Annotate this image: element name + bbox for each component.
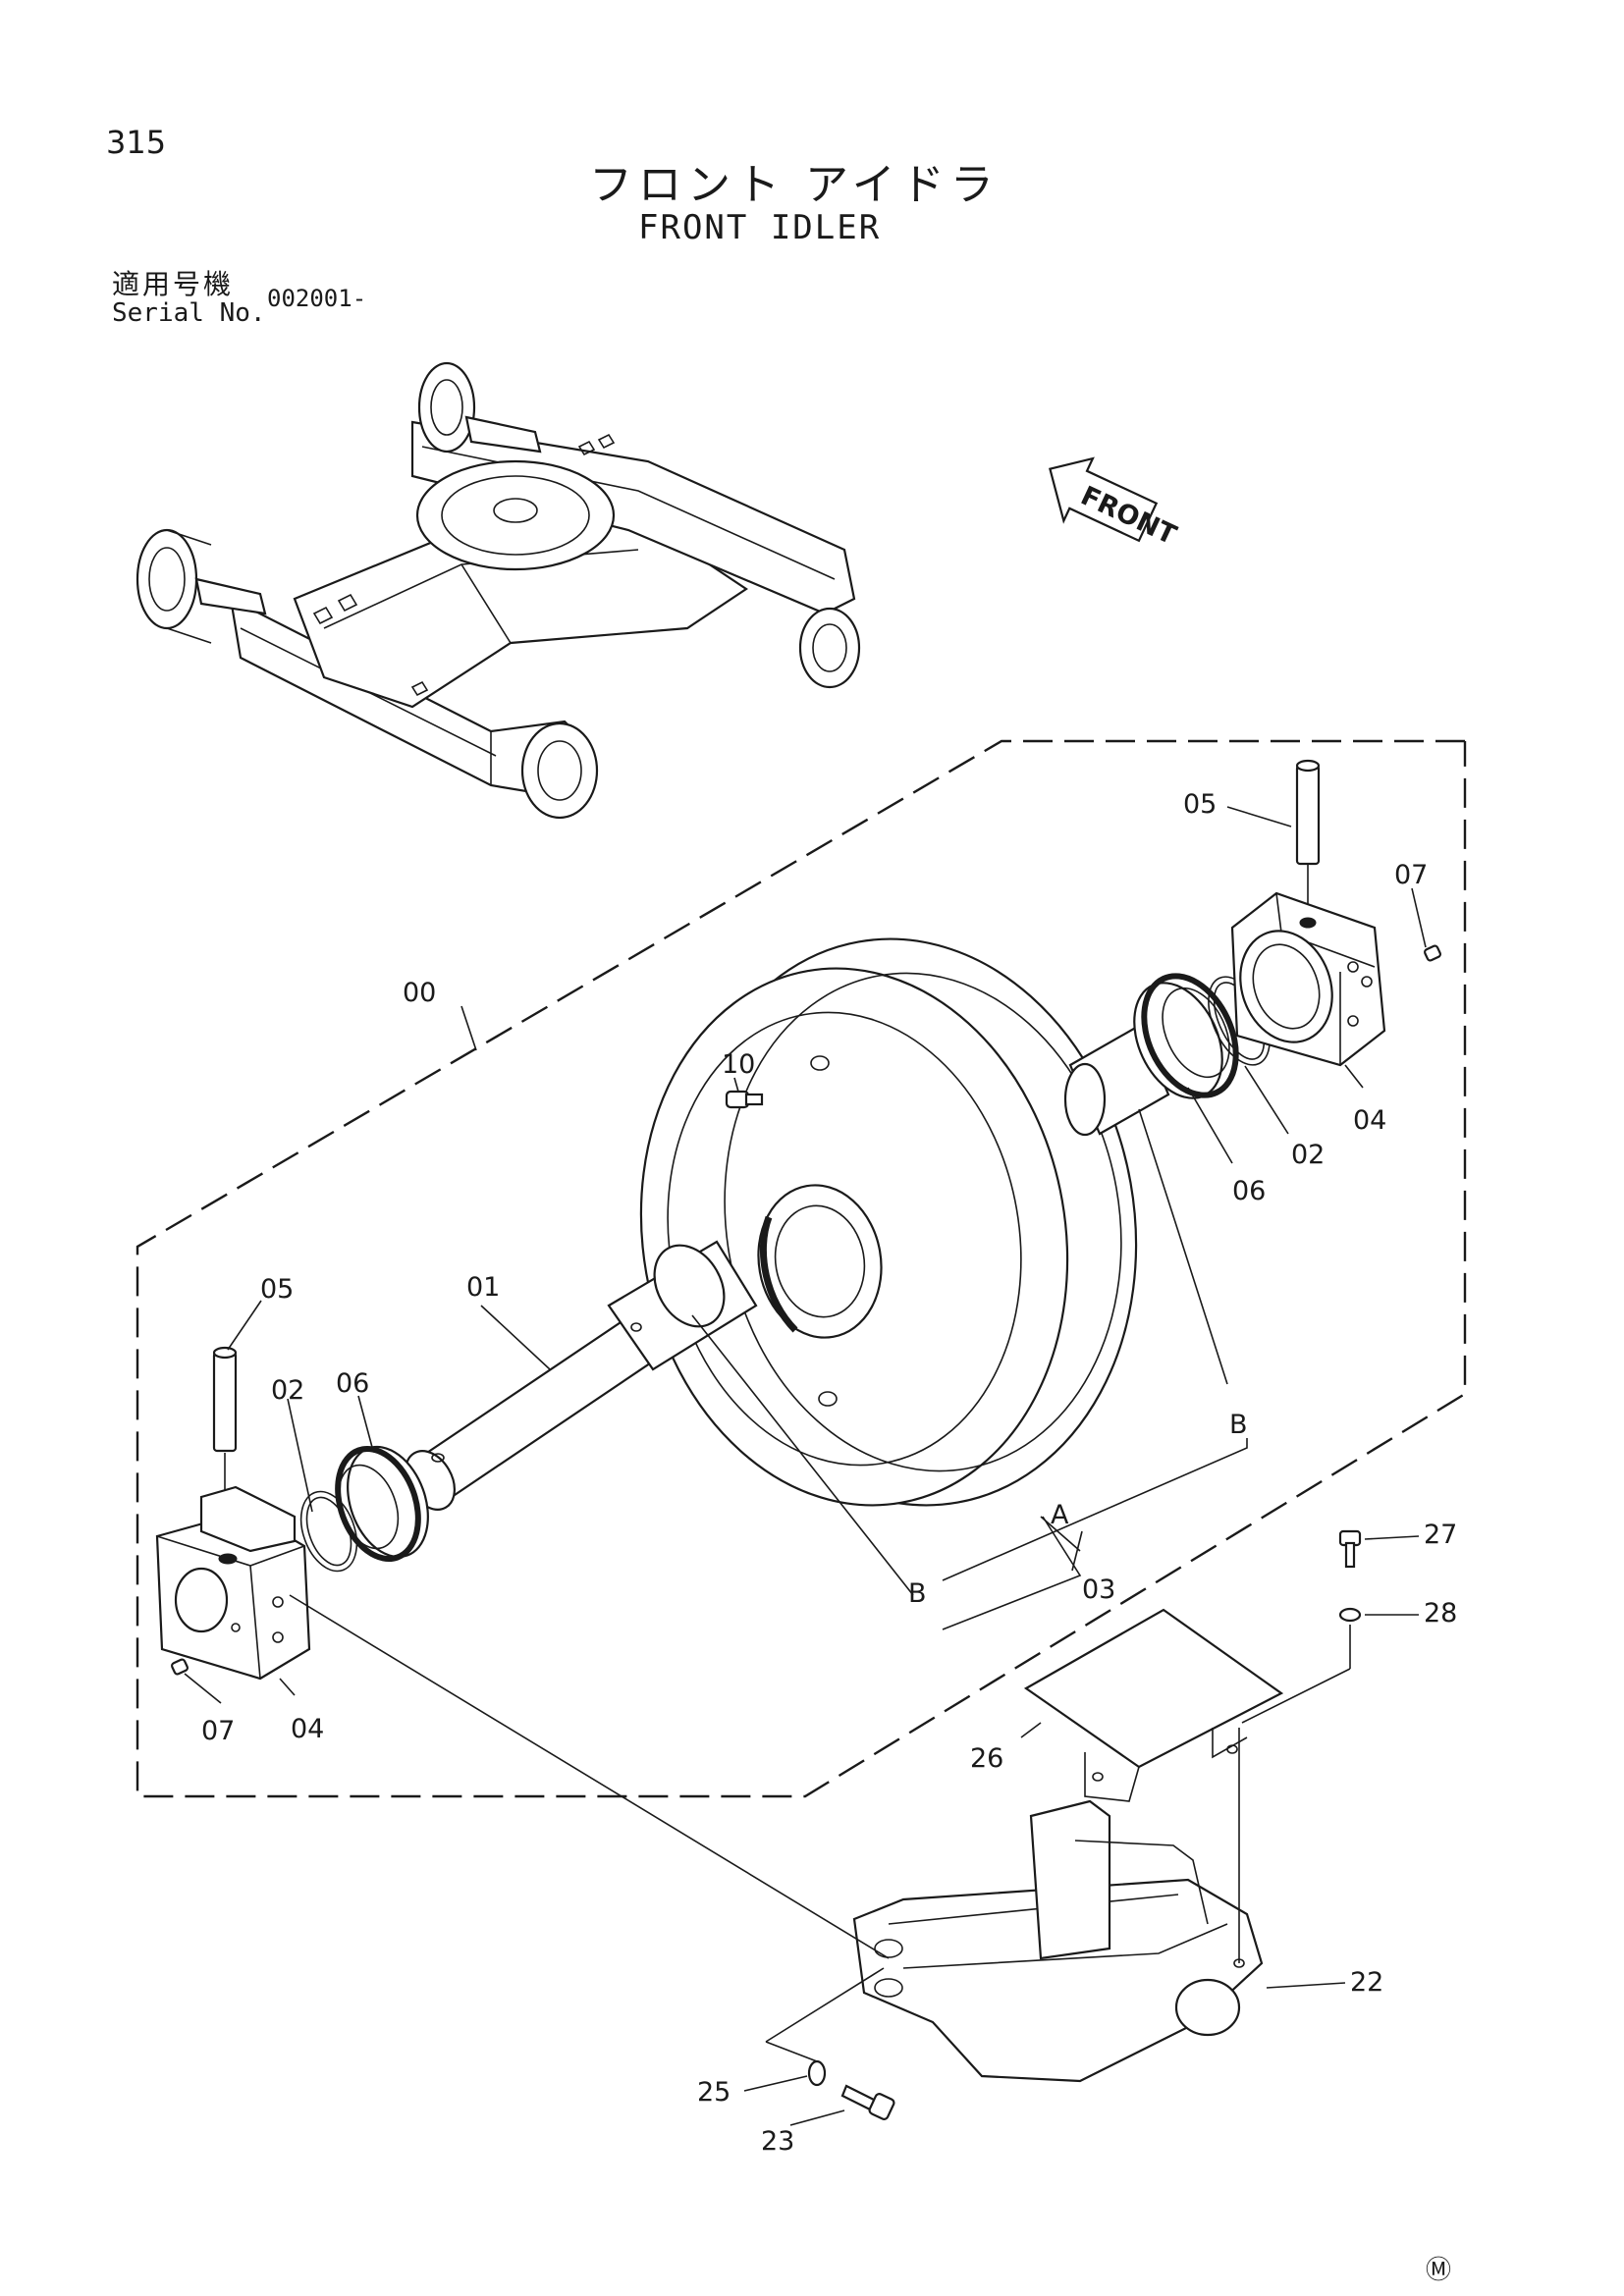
callout-A: A [1051,1500,1069,1530]
floating-seal-06-right [1133,973,1239,1099]
callout-06-left: 06 [336,1368,369,1399]
page-title-english: FRONT IDLER [638,208,882,247]
washer-25 [807,2059,827,2087]
washer-28 [1338,1607,1362,1623]
pin-05-left [212,1346,238,1551]
serial-label-english: Serial No. [112,298,266,328]
callout-07-right: 07 [1394,860,1428,890]
footer-mark: Ⓜ [1426,2256,1452,2285]
callout-02-right: 02 [1291,1140,1325,1170]
leader-lines [184,806,1427,2126]
callout-07-left: 07 [201,1716,235,1746]
bolt-27 [1338,1529,1362,1569]
callout-B-left: B [908,1578,927,1609]
callout-00: 00 [403,978,436,1008]
callout-B-right: B [1229,1410,1248,1440]
page-title-japanese: フロント アイドラ [589,160,1000,210]
undercarriage-frame-illustration [135,361,861,820]
serial-number-value: 002001- [267,285,367,312]
callout-02-left: 02 [271,1375,304,1406]
serial-label-japanese: 適用号機 [112,268,235,300]
callout-06-right: 06 [1232,1176,1266,1206]
callout-22: 22 [1350,1967,1383,1998]
callout-01: 01 [466,1272,500,1303]
callout-28: 28 [1424,1598,1457,1629]
plug-07-left [171,1658,189,1676]
callout-26: 26 [970,1743,1003,1774]
bracket-04-left [155,1485,311,1681]
callout-10: 10 [722,1049,755,1080]
bolt-23 [840,2084,895,2120]
bracket-04-right [1230,891,1386,1067]
part-callouts: 00 05 07 10 04 02 06 05 01 02 06 B A 03 … [201,789,1457,2157]
callout-05-right: 05 [1183,789,1217,820]
callout-05-left: 05 [260,1274,294,1305]
assembly-boundary [135,739,1467,1798]
callout-04-right: 04 [1353,1105,1386,1136]
idler-wheel [639,937,1138,1507]
callout-04-left: 04 [291,1714,324,1744]
callout-27: 27 [1424,1520,1457,1550]
plug-07-right [1424,944,1441,962]
callout-03: 03 [1082,1575,1115,1605]
pin-05-right [1295,759,1321,918]
front-direction-arrow: FRONT [1049,456,1181,552]
idler-guard-22 [852,1799,1264,2083]
bolt-10 [725,1090,764,1109]
callout-23: 23 [761,2126,794,2157]
floating-seal-06-left [335,1445,429,1563]
page-number: 315 [106,124,167,161]
callout-25: 25 [697,2077,731,2108]
o-ring-02-left [299,1490,358,1573]
guard-plate-26 [1023,1608,1284,1802]
